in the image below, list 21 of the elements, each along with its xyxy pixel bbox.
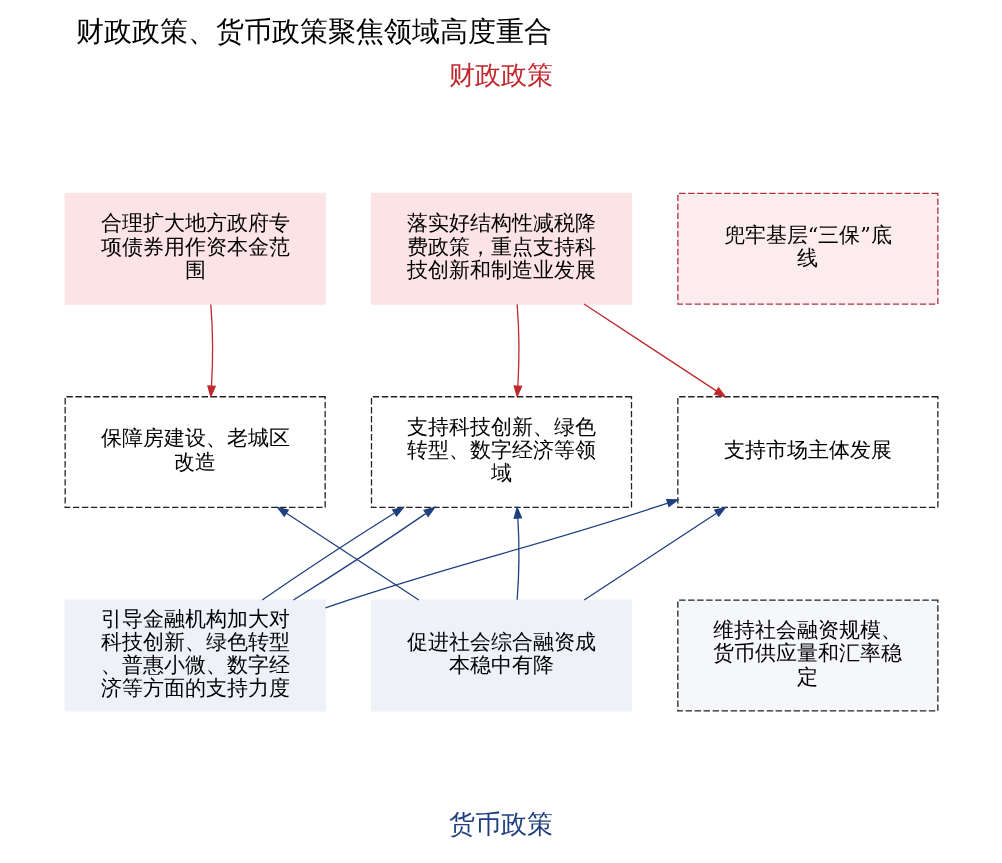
diagram-title: 财政政策、货币政策聚焦领域高度重合 bbox=[75, 14, 552, 48]
node-box: 支持市场主体发展 bbox=[676, 396, 938, 509]
node-box: 兜牢基层“三保”底线 bbox=[676, 192, 938, 305]
node-box: 保障房建设、老城区改造 bbox=[64, 396, 326, 509]
node-box: 促进社会综合融资成本稳中有降 bbox=[370, 599, 632, 712]
arrow bbox=[582, 303, 727, 398]
label: 财政政策 bbox=[449, 59, 553, 90]
node-box: 支持科技创新、绿色转型、数字经济等领域 bbox=[370, 396, 632, 509]
arrow bbox=[324, 499, 679, 609]
arrow bbox=[512, 303, 522, 399]
arrow bbox=[275, 506, 419, 601]
arrow bbox=[512, 505, 522, 601]
node-box: 合理扩大地方政府专项债券用作资本金范围 bbox=[64, 192, 326, 305]
arrow bbox=[583, 506, 727, 601]
arrow bbox=[261, 506, 405, 601]
label: 货币政策 bbox=[449, 809, 553, 840]
arrow bbox=[206, 303, 216, 399]
node-box: 维持社会融资规模、货币供应量和汇率稳定 bbox=[676, 599, 938, 712]
node-box: 落实好结构性减税降费政策，重点支持科技创新和制造业发展 bbox=[370, 192, 632, 305]
node-box: 引导金融机构加大对科技创新、绿色转型、普惠小微、数字经济等方面的支持力度 bbox=[64, 599, 326, 712]
arrow bbox=[292, 506, 436, 601]
